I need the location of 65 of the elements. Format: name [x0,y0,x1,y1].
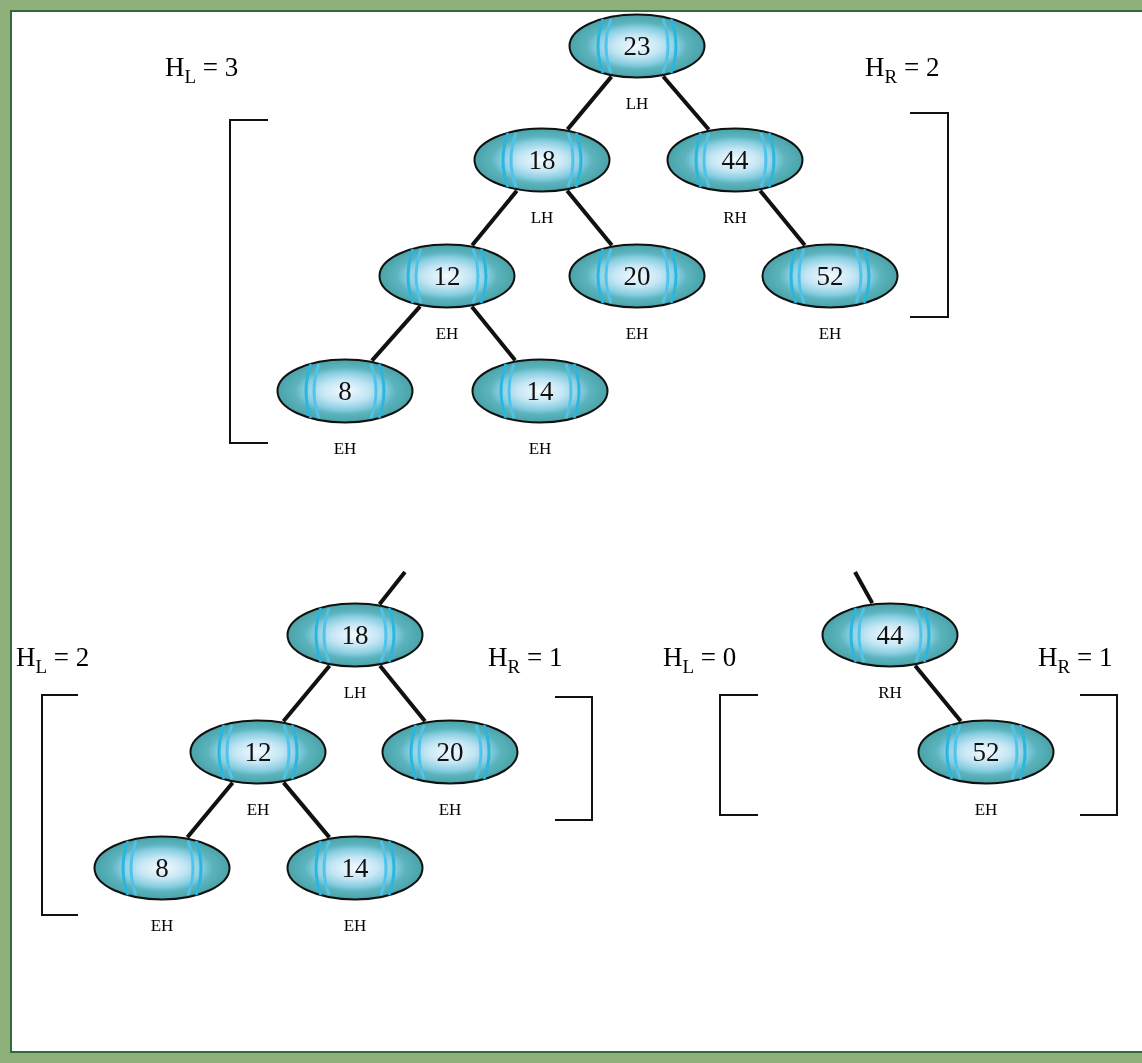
balance-factor-label: RH [878,683,902,703]
tree-node [381,719,519,785]
node-value: 23 [623,32,651,60]
balance-factor-label: LH [625,94,649,114]
balance-factor-label: EH [438,800,462,820]
tree-edge [377,570,407,606]
tree-node [189,719,327,785]
node-value: 12 [244,738,272,766]
height-label: H$_{R}$ = 1 [488,642,563,678]
height-label: H$_{L}$ = 2 [16,642,90,678]
height-label: H$_{L}$ = 3 [165,52,239,88]
tree-node [568,243,706,309]
tree-node [378,243,516,309]
tree-node [568,13,706,79]
tree-node [286,835,424,901]
height-label: H$_{R}$ = 1 [1038,642,1113,678]
tree-edge [282,781,331,839]
tree-edge [565,189,614,247]
node-value: 18 [528,146,556,174]
balance-factor-label: LH [343,683,367,703]
node-value: 8 [155,854,169,882]
height-label: H$_{L}$ = 0 [663,642,737,678]
tree-edge [378,664,427,723]
tree-edge [566,75,613,131]
tree-node [471,358,609,424]
node-value: 44 [721,146,749,174]
balance-factor-label: EH [343,916,367,936]
tree-edge [913,664,963,723]
balance-factor-label: LH [530,208,554,228]
balance-factor-label: EH [246,800,270,820]
tree-node [821,602,959,668]
tree-edge [185,781,235,839]
node-value: 12 [433,262,461,290]
node-value: 52 [972,738,1000,766]
tree-node [473,127,611,193]
tree-node [93,835,231,901]
tree-node [276,358,414,424]
balance-factor-label: EH [818,324,842,344]
tree-node [761,243,899,309]
node-value: 44 [876,621,904,649]
tree-edge [758,189,807,247]
tree-edge [470,305,517,362]
tree-edge [370,305,422,362]
balance-factor-label: EH [528,439,552,459]
balance-factor-label: RH [723,208,747,228]
tree-edge [853,571,875,605]
tree-edge [661,75,711,131]
tree-node [286,602,424,668]
balance-factor-label: EH [625,324,649,344]
tree-node [917,719,1055,785]
node-value: 14 [341,854,369,882]
node-value: 14 [526,377,554,405]
balance-factor-label: EH [333,439,357,459]
node-value: 52 [816,262,844,290]
node-value: 8 [338,377,352,405]
node-value: 20 [436,738,464,766]
tree-edge [470,189,519,247]
balance-factor-label: EH [435,324,459,344]
tree-node [666,127,804,193]
balance-factor-label: EH [150,916,174,936]
height-label: H$_{R}$ = 2 [865,52,940,88]
balance-factor-label: EH [974,800,998,820]
tree-edge [281,664,332,723]
node-value: 20 [623,262,651,290]
node-value: 18 [341,621,369,649]
